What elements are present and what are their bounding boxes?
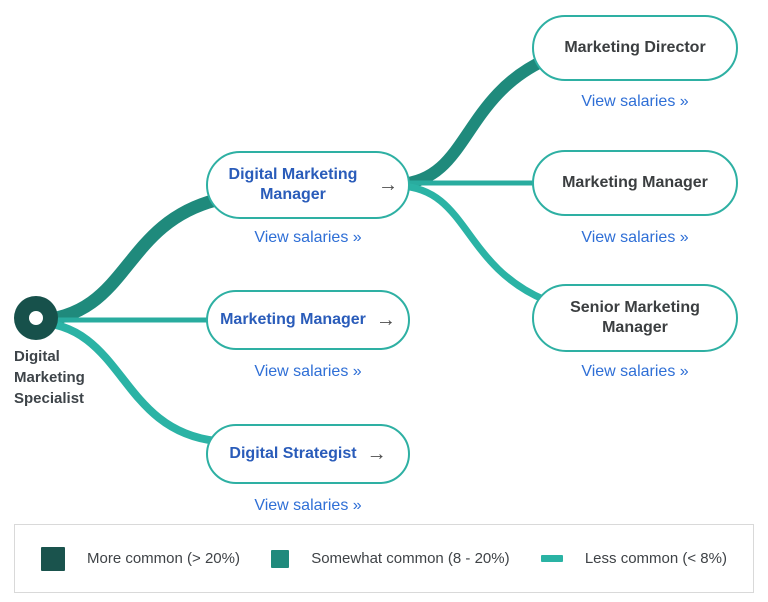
- legend-swatch-more-common: [41, 546, 65, 571]
- arrow-right-icon: →: [366, 443, 387, 465]
- legend: More common (> 20%) Somewhat common (8 -…: [14, 524, 754, 593]
- view-salaries-link-marketing-manager-right[interactable]: View salaries »: [581, 229, 689, 246]
- legend-swatch-somewhat-common: [271, 549, 290, 568]
- legend-item-more-common: More common (> 20%): [41, 546, 240, 571]
- node-title: Digital Strategist: [229, 445, 357, 462]
- edge-specialist-to-digital-marketing-manager: [33, 193, 218, 328]
- node-title: Marketing Manager: [562, 174, 708, 191]
- root-node-label: Digital Marketing Specialist: [14, 348, 85, 407]
- view-salaries-link-marketing-director[interactable]: View salaries »: [581, 93, 689, 110]
- legend-label: More common (> 20%): [87, 550, 240, 567]
- node-title: Digital Marketing Manager: [228, 166, 358, 203]
- node-title: Marketing Manager: [220, 311, 366, 328]
- node-digital-marketing-manager[interactable]: Digital Marketing Manager →: [206, 151, 410, 219]
- view-salaries-link-digital-strategist[interactable]: View salaries »: [254, 497, 362, 514]
- node-marketing-manager-right[interactable]: Marketing Manager: [532, 150, 738, 216]
- arrow-right-icon: →: [375, 309, 396, 331]
- node-digital-strategist[interactable]: Digital Strategist →: [206, 424, 410, 484]
- view-salaries-link-marketing-manager-left[interactable]: View salaries »: [254, 363, 362, 380]
- legend-label: Somewhat common (8 - 20%): [311, 550, 510, 567]
- legend-label: Less common (< 8%): [584, 550, 727, 567]
- legend-item-less-common: Less common (< 8%): [540, 550, 727, 567]
- node-marketing-director[interactable]: Marketing Director: [532, 15, 738, 81]
- root-node-circle: [14, 296, 58, 340]
- legend-item-somewhat-common: Somewhat common (8 - 20%): [271, 549, 510, 568]
- legend-swatch-less-common: [540, 555, 563, 562]
- view-salaries-link-senior-marketing-manager[interactable]: View salaries »: [581, 363, 689, 380]
- node-title: Senior Marketing Manager: [570, 299, 700, 336]
- view-salaries-link-digital-marketing-manager[interactable]: View salaries »: [254, 229, 362, 246]
- edge-manager-to-marketing-director: [399, 54, 548, 190]
- node-senior-marketing-manager[interactable]: Senior Marketing Manager: [532, 284, 738, 352]
- node-title: Marketing Director: [564, 39, 706, 56]
- edge-manager-to-senior-marketing-manager: [399, 182, 547, 304]
- edge-specialist-to-digital-strategist: [33, 318, 217, 445]
- node-marketing-manager-left[interactable]: Marketing Manager →: [206, 290, 410, 350]
- arrow-right-icon: →: [378, 174, 398, 196]
- root-node-hole: [29, 311, 43, 325]
